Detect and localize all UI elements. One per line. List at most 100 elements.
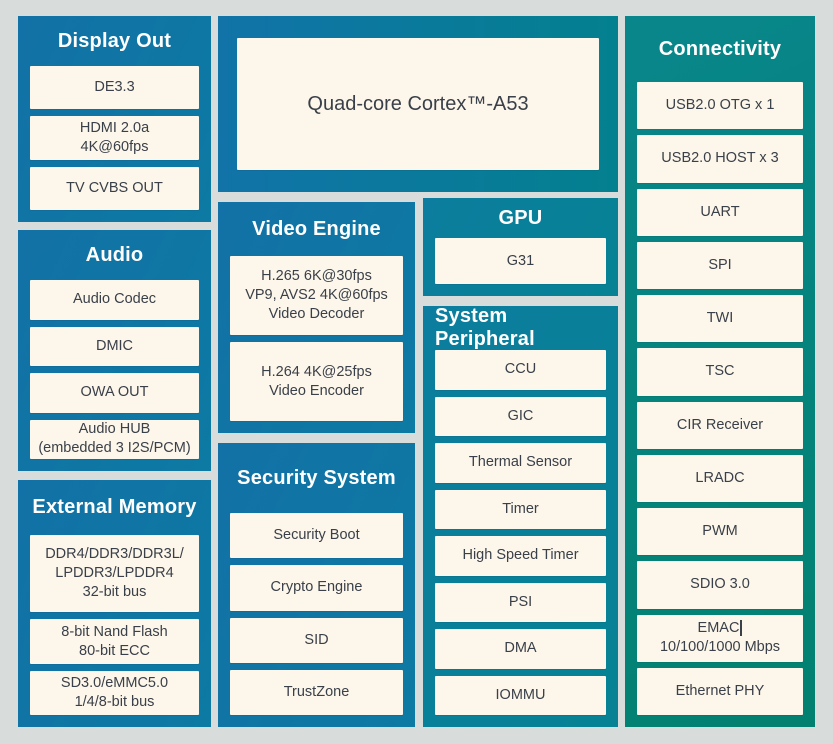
cell-hdmi-line: HDMI 2.0a xyxy=(79,120,150,137)
gpu-title: GPU xyxy=(498,206,543,229)
cell-lradc: LRADC xyxy=(637,454,803,502)
cell-dmic-line: DMIC xyxy=(95,337,134,354)
cell-emac-line: 10/100/1000 Mbps xyxy=(659,639,781,656)
cell-trustzone: TrustZone xyxy=(230,669,403,715)
cell-uart-line: UART xyxy=(700,203,740,220)
cell-spi: SPI xyxy=(637,241,803,289)
cell-cir-receiver: CIR Receiver xyxy=(637,401,803,449)
cell-cir-receiver-line: CIR Receiver xyxy=(676,416,764,433)
cpu-cell: Quad-core Cortex™-A53 xyxy=(237,38,599,170)
audio-title: Audio xyxy=(85,243,144,266)
text-caret xyxy=(740,620,743,637)
panel-gpu: GPU G31 xyxy=(423,198,618,296)
cell-psi-line: PSI xyxy=(508,593,533,610)
cell-ethernet-phy: Ethernet PHY xyxy=(637,667,803,715)
cell-usb-otg: USB2.0 OTG x 1 xyxy=(637,82,803,130)
cell-crypto-engine-line: Crypto Engine xyxy=(270,579,363,596)
cell-crypto-engine: Crypto Engine xyxy=(230,565,403,611)
cell-lradc-line: LRADC xyxy=(695,469,745,486)
cell-sid-line: SID xyxy=(304,631,329,648)
cell-tsc: TSC xyxy=(637,348,803,396)
cell-ccu: CCU xyxy=(435,350,606,390)
cell-tv-cvbs-out: TV CVBS OUT xyxy=(30,166,199,210)
cell-sid: SID xyxy=(230,617,403,663)
cell-dma: DMA xyxy=(435,629,606,669)
cell-iommu-line: IOMMU xyxy=(495,686,546,703)
cell-tsc-line: TSC xyxy=(705,363,735,380)
cell-audio-hub-line: Audio HUB xyxy=(78,421,151,438)
cell-sdio: SDIO 3.0 xyxy=(637,561,803,609)
cell-dma-line: DMA xyxy=(504,640,537,657)
cell-nand-flash-line: 80-bit ECC xyxy=(79,642,150,659)
cell-emac-line: EMAC xyxy=(698,619,743,638)
cell-dmic: DMIC xyxy=(30,326,199,366)
cell-psi: PSI xyxy=(435,582,606,622)
external-memory-title: External Memory xyxy=(32,496,197,518)
cell-thermal-sensor: Thermal Sensor xyxy=(435,443,606,483)
cell-trustzone-line: TrustZone xyxy=(283,683,350,700)
cell-twi-line: TWI xyxy=(706,310,734,327)
cell-ddr-line: DDR4/DDR3/DDR3L/ xyxy=(45,546,184,563)
system-peripheral-title: System Peripheral xyxy=(435,305,535,350)
cell-audio-codec: Audio Codec xyxy=(30,280,199,320)
security-system-title: Security System xyxy=(237,466,396,489)
gpu-body: G31 xyxy=(435,238,606,284)
display-out-title: Display Out xyxy=(57,29,172,52)
cell-twi: TWI xyxy=(637,295,803,343)
cell-video-encoder-line: H.264 4K@25fps xyxy=(261,363,372,380)
cell-video-decoder-line: H.265 6K@30fps xyxy=(261,268,372,285)
cell-gic-line: GIC xyxy=(507,407,534,424)
cell-de33-line: DE3.3 xyxy=(94,79,135,96)
cell-spi-line: SPI xyxy=(708,256,732,273)
cell-ddr-line: LPDDR3/LPDDR4 xyxy=(55,565,174,582)
cell-hdmi-line: 4K@60fps xyxy=(80,138,149,155)
cell-video-encoder-line: Video Encoder xyxy=(269,382,364,399)
cell-tv-cvbs-out-line: TV CVBS OUT xyxy=(66,179,163,196)
cell-usb-otg-line: USB2.0 OTG x 1 xyxy=(665,97,775,114)
cell-high-speed-timer: High Speed Timer xyxy=(435,536,606,576)
cell-video-decoder-line: Video Decoder xyxy=(268,305,365,322)
cell-ccu-line: CCU xyxy=(504,361,537,378)
video-engine-title: Video Engine xyxy=(252,217,381,240)
cpu-label: Quad-core Cortex™-A53 xyxy=(307,93,529,115)
cell-owa-out: OWA OUT xyxy=(30,373,199,413)
cell-uart: UART xyxy=(637,188,803,236)
cell-pwm: PWM xyxy=(637,508,803,556)
cell-security-boot: Security Boot xyxy=(230,513,403,559)
cell-gic: GIC xyxy=(435,396,606,436)
cell-sd-emmc-line: SD3.0/eMMC5.0 xyxy=(60,675,169,692)
cell-security-boot-line: Security Boot xyxy=(273,527,360,544)
cell-audio-codec-line: Audio Codec xyxy=(72,291,157,308)
cell-usb-host: USB2.0 HOST x 3 xyxy=(637,135,803,183)
cell-de33: DE3.3 xyxy=(30,66,199,110)
cell-pwm-line: PWM xyxy=(702,523,738,540)
cell-high-speed-timer-line: High Speed Timer xyxy=(462,547,579,564)
cell-usb-host-line: USB2.0 HOST x 3 xyxy=(661,150,779,167)
cell-g31: G31 xyxy=(435,238,606,284)
cell-sd-emmc-line: 1/4/8-bit bus xyxy=(74,693,155,710)
cell-sdio-line: SDIO 3.0 xyxy=(690,576,750,593)
cell-g31-line: G31 xyxy=(506,252,535,269)
cell-iommu: IOMMU xyxy=(435,675,606,715)
cell-ethernet-phy-line: Ethernet PHY xyxy=(675,682,765,699)
cell-audio-hub-line: (embedded 3 I2S/PCM) xyxy=(38,440,191,457)
cell-owa-out-line: OWA OUT xyxy=(80,384,149,401)
cell-thermal-sensor-line: Thermal Sensor xyxy=(468,454,573,471)
